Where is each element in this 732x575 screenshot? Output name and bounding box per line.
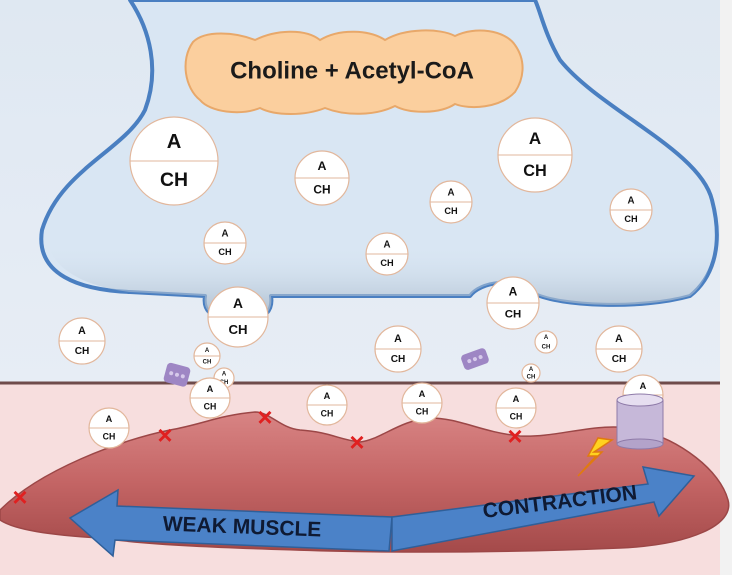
molecule-label-top: A xyxy=(529,367,534,373)
molecule-label-top: A xyxy=(318,159,327,173)
molecule-label-bottom: CH xyxy=(510,411,523,421)
molecule-label-top: A xyxy=(233,296,243,311)
molecule-label-bottom: CH xyxy=(527,375,536,381)
free-acetylcholine-16: A CH xyxy=(521,363,541,383)
free-acetylcholine-13: A CH xyxy=(193,342,221,370)
fusing-vesicle-acetylcholine-9: A CH xyxy=(486,276,540,330)
molecule-label-bottom: CH xyxy=(612,354,627,365)
molecule-label-top: A xyxy=(222,371,227,377)
free-acetylcholine-18: A CH xyxy=(306,384,348,426)
blocked-marker-5: × xyxy=(12,482,27,512)
molecule-label-top: A xyxy=(544,335,549,341)
molecule-label-bottom: CH xyxy=(624,214,638,224)
molecule-label-top: A xyxy=(207,384,214,394)
page-edge xyxy=(720,0,732,575)
molecule-label-bottom: CH xyxy=(380,258,394,268)
vesicle-acetylcholine-5: A CH xyxy=(429,180,473,224)
free-acetylcholine-14: A CH xyxy=(534,330,558,354)
blocked-marker-3: × xyxy=(349,427,364,457)
molecule-label-bottom: CH xyxy=(542,345,551,351)
molecule-label-bottom: CH xyxy=(203,359,212,365)
molecule-label-top: A xyxy=(509,284,518,298)
molecule-label-top: A xyxy=(628,196,635,207)
molecule-label-top: A xyxy=(222,229,229,240)
blocked-receptor-markers: × × × × × xyxy=(12,402,522,512)
free-acetylcholine-19: A CH xyxy=(401,382,443,424)
molecule-label-top: A xyxy=(78,325,86,337)
molecule-label-bottom: CH xyxy=(75,346,90,357)
molecule-label-top: A xyxy=(529,129,541,148)
vesicle-acetylcholine-6: A CH xyxy=(609,188,653,232)
molecule-label-bottom: CH xyxy=(444,206,458,216)
molecule-label-top: A xyxy=(640,381,647,391)
synthesis-label: Choline + Acetyl-CoA xyxy=(230,57,474,84)
molecule-label-bottom: CH xyxy=(103,431,116,441)
molecule-label-bottom: CH xyxy=(416,406,429,416)
vesicle-acetylcholine-8: A CH xyxy=(365,232,409,276)
synthesis-cloud xyxy=(184,29,524,115)
blocked-marker-2: × xyxy=(257,402,272,432)
vesicle-acetylcholine-4: A CH xyxy=(294,150,350,206)
molecule-label-top: A xyxy=(205,348,210,354)
antibody-receptor-left xyxy=(163,362,191,387)
molecule-label-top: A xyxy=(384,240,391,251)
vesicle-acetylcholine-7: A CH xyxy=(203,221,247,265)
molecule-label-top: A xyxy=(615,333,623,345)
molecule-label-bottom: CH xyxy=(321,408,334,418)
molecule-label-top: A xyxy=(394,333,402,345)
blocked-marker-4: × xyxy=(507,421,522,451)
vesicle-acetylcholine-2: A CH xyxy=(497,117,573,193)
molecule-label-top: A xyxy=(419,389,426,399)
vesicle-acetylcholine-1: A CH xyxy=(129,116,219,206)
molecule-label-bottom: CH xyxy=(228,322,247,337)
molecule-label-bottom: CH xyxy=(391,354,406,365)
lightning-bolt-icon xyxy=(577,437,615,477)
weak-muscle-arrow: WEAK MUSCLE xyxy=(68,488,393,558)
molecule-label-top: A xyxy=(448,188,455,199)
docked-vesicle-acetylcholine-3: A CH xyxy=(207,286,269,348)
blocked-marker-1: × xyxy=(157,420,172,450)
molecule-circle xyxy=(521,363,541,383)
free-acetylcholine-17: A CH xyxy=(189,377,231,419)
antibody-receptor-right xyxy=(461,348,489,370)
molecule-label-bottom: CH xyxy=(218,247,232,257)
molecule-label-top: A xyxy=(513,394,520,404)
free-acetylcholine-12: A CH xyxy=(595,325,643,373)
open-receptor-channel xyxy=(616,393,664,450)
free-acetylcholine-21: A CH xyxy=(88,407,130,449)
molecule-label-top: A xyxy=(324,391,331,401)
free-acetylcholine-10: A CH xyxy=(58,317,106,365)
molecule-label-bottom: CH xyxy=(160,169,188,191)
molecule-label-top: A xyxy=(167,131,182,153)
molecule-circle xyxy=(534,330,558,354)
molecule-label-bottom: CH xyxy=(204,401,217,411)
molecule-label-bottom: CH xyxy=(505,309,521,321)
molecule-label-bottom: CH xyxy=(313,182,330,196)
free-acetylcholine-11: A CH xyxy=(374,325,422,373)
free-acetylcholine-20: A CH xyxy=(495,387,537,429)
molecule-label-top: A xyxy=(106,414,113,424)
molecule-label-bottom: CH xyxy=(523,162,547,180)
